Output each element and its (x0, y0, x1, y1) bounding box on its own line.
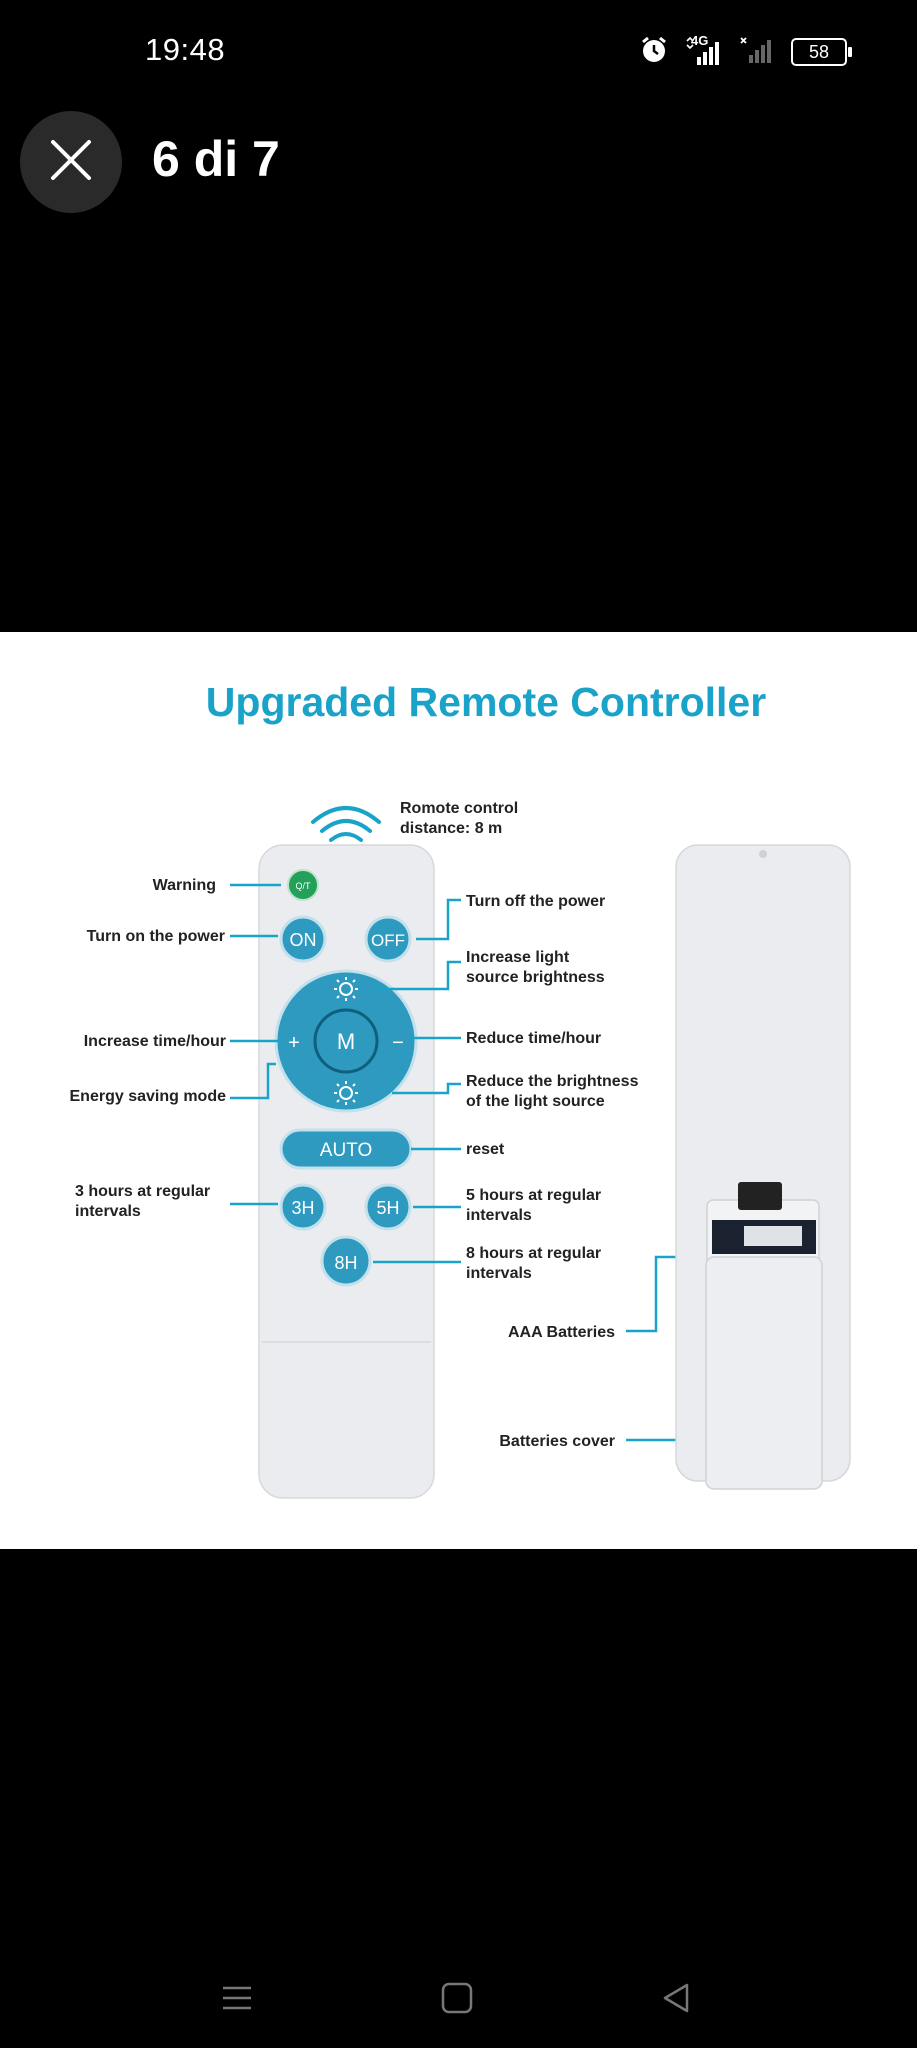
label-turn-on: Turn on the power (87, 928, 225, 945)
status-icons: 4G 58 (639, 33, 852, 70)
status-bar: 19:48 4G 58 (0, 0, 917, 100)
battery-latch (738, 1182, 782, 1210)
remote-plus-text: + (288, 1032, 300, 1054)
wireless-signal-icon (311, 806, 381, 842)
label-batteries: AAA Batteries (508, 1324, 615, 1341)
sun-dim-icon (334, 1081, 358, 1105)
remote-on-button (279, 915, 327, 963)
home-button[interactable] (427, 1970, 487, 2030)
label-turn-off: Turn off the power (466, 893, 605, 910)
back-triangle-icon (659, 1981, 693, 2020)
remote-minus-text: − (392, 1032, 404, 1054)
label-3h-2: intervals (75, 1203, 141, 1220)
label-5h-2: intervals (466, 1207, 532, 1224)
signal-no-service-icon (739, 35, 777, 70)
alarm-icon (639, 35, 669, 70)
warning-led (287, 869, 319, 901)
remote-on-text: ON (290, 930, 317, 950)
warning-led-text: Q/T (296, 881, 312, 891)
remote-auto-text: AUTO (320, 1140, 372, 1161)
close-button[interactable] (20, 111, 122, 213)
label-cover: Batteries cover (499, 1433, 615, 1450)
label-increase-time: Increase time/hour (84, 1033, 226, 1050)
remote-5h-button (364, 1183, 412, 1231)
recents-button[interactable] (207, 1970, 267, 2030)
navigation-bar (0, 1960, 917, 2030)
product-image[interactable]: Upgraded Remote Controller Romote contro… (0, 632, 917, 1549)
close-icon (49, 138, 93, 187)
remote-5h-text: 5H (376, 1198, 399, 1218)
label-3h-1: 3 hours at regular (75, 1183, 210, 1200)
label-distance-2: distance: 8 m (400, 820, 502, 837)
label-reduce-brightness-1: Reduce the brightness (466, 1073, 639, 1090)
remote-8h-button (320, 1235, 372, 1287)
label-reduce-brightness-2: of the light source (466, 1093, 605, 1110)
label-distance-1: Romote control (400, 800, 518, 817)
label-increase-brightness-2: source brightness (466, 969, 605, 986)
back-button[interactable] (646, 1970, 706, 2030)
remote-off-text: OFF (371, 931, 405, 950)
image-title: Upgraded Remote Controller (206, 679, 766, 725)
label-warning: Warning (153, 877, 216, 894)
label-8h-2: intervals (466, 1265, 532, 1282)
signal-4g-icon: 4G (683, 33, 725, 67)
label-5h-1: 5 hours at regular (466, 1187, 601, 1204)
remote-mode-button (313, 1008, 379, 1074)
network-type: 4G (691, 33, 709, 48)
remote-mode-text: M (337, 1029, 355, 1054)
remote-3h-text: 3H (291, 1198, 314, 1218)
label-increase-brightness-1: Increase light (466, 949, 570, 966)
label-8h-1: 8 hours at regular (466, 1245, 601, 1262)
sun-bright-icon (334, 977, 358, 1001)
battery-cover (705, 1256, 823, 1490)
image-counter: 6 di 7 (152, 131, 280, 187)
battery-level: 58 (808, 41, 830, 62)
remote-off-button (364, 915, 412, 963)
remote-3h-button (279, 1183, 327, 1231)
label-energy-saving: Energy saving mode (70, 1088, 227, 1105)
remote-8h-text: 8H (334, 1253, 357, 1273)
menu-icon (220, 1981, 254, 2020)
label-reduce-time: Reduce time/hour (466, 1030, 601, 1047)
home-square-icon (440, 1981, 474, 2020)
status-time: 19:48 (145, 32, 226, 67)
label-reset: reset (466, 1141, 505, 1158)
battery-icon: 58 (791, 38, 852, 66)
